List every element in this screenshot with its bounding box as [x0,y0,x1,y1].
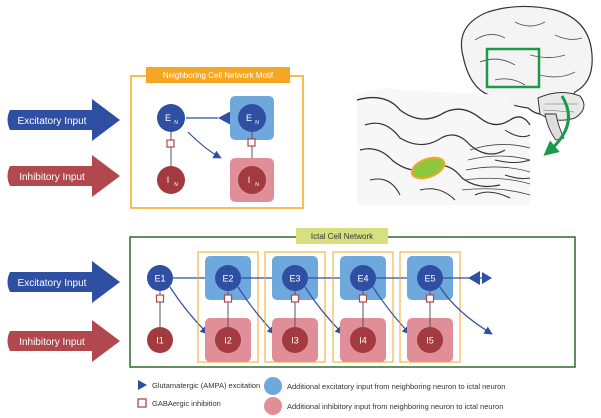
zoom-box [485,47,541,89]
motif-excitation-marker [218,111,231,125]
i-neuron-label-4: I4 [359,336,367,346]
excitatory-input-label-bottom: Excitatory Input [18,278,87,289]
gaba-marker-3 [290,294,300,303]
legend-add-exc-label: Additional excitatory input from neighbo… [287,382,505,391]
legend-add-inh-label: Additional inhibitory input from neighbo… [287,402,503,411]
excitatory-input-label-top: Excitatory Input [18,116,87,127]
e-neuron-label-5: E5 [424,274,435,284]
svg-text:N: N [174,120,178,126]
e-neuron-3 [282,265,308,291]
legend-add-exc-marker [264,377,282,395]
svg-text:N: N [255,182,259,188]
neighboring-motif: Neighboring Cell Network Motif E N E N I… [130,67,304,209]
gaba-marker-2 [223,294,233,303]
svg-text:I: I [167,175,170,185]
e-neuron-5 [417,265,443,291]
legend-add-inh-marker [264,397,282,415]
i-neuron-label-5: I5 [426,336,434,346]
legend-gaba-label: GABAergic inhibition [152,399,221,408]
gaba-marker-5 [425,294,435,303]
e5-external-input-marker [468,271,480,285]
i-neuron-4 [350,327,376,353]
zoom-arrow [543,95,570,156]
motif-gaba-marker-left [166,139,175,148]
motif-gaba-marker-right [247,138,256,147]
e-neuron-label-2: E2 [222,274,233,284]
ictal-title: Ictal Cell Network [311,232,374,241]
excitation-marker-5 [482,272,492,284]
e-neuron-1 [147,265,173,291]
inhibitory-input-arrow-bottom: Inhibitory Input [7,320,120,362]
excitatory-input-arrow-bottom: Excitatory Input [7,261,120,303]
i-neuron-label-3: I3 [291,336,299,346]
brain-illustration [356,5,593,205]
legend-glut-label: Glutamatergic (AMPA) excitation [152,381,260,390]
e-neuron-2 [215,265,241,291]
inhibitory-input-arrow-top: Inhibitory Input [7,155,120,197]
svg-text:I: I [248,175,251,185]
svg-text:E: E [246,113,252,123]
legend: Glutamatergic (AMPA) excitation GABAergi… [137,377,505,415]
i-neuron-5 [417,327,443,353]
i-neuron-2 [215,327,241,353]
i-neuron-label-1: I1 [156,336,164,346]
motif-e-neuron-left [157,104,185,132]
legend-glut-marker [138,380,147,390]
svg-text:E: E [165,113,171,123]
e-neuron-label-1: E1 [154,274,165,284]
inhibitory-input-label-bottom: Inhibitory Input [19,337,85,348]
ictal-region-highlight [410,156,446,180]
svg-text:N: N [255,120,259,126]
i-neuron-1 [147,327,173,353]
i-neuron-label-2: I2 [224,336,232,346]
gaba-marker-4 [358,294,368,303]
e-neuron-label-3: E3 [289,274,300,284]
e-neuron-4 [350,265,376,291]
legend-gaba-marker [137,398,147,408]
motif-i-neuron-right [238,166,266,194]
excitatory-input-arrow-top: Excitatory Input [7,99,120,141]
motif-title: Neighboring Cell Network Motif [163,71,274,80]
inhibitory-input-label-top: Inhibitory Input [19,172,85,183]
gaba-marker-1 [155,294,165,303]
e-neuron-label-4: E4 [357,274,368,284]
i-neuron-3 [282,327,308,353]
svg-text:N: N [174,182,178,188]
motif-i-neuron-left [157,166,185,194]
motif-e-neuron-right [238,104,266,132]
